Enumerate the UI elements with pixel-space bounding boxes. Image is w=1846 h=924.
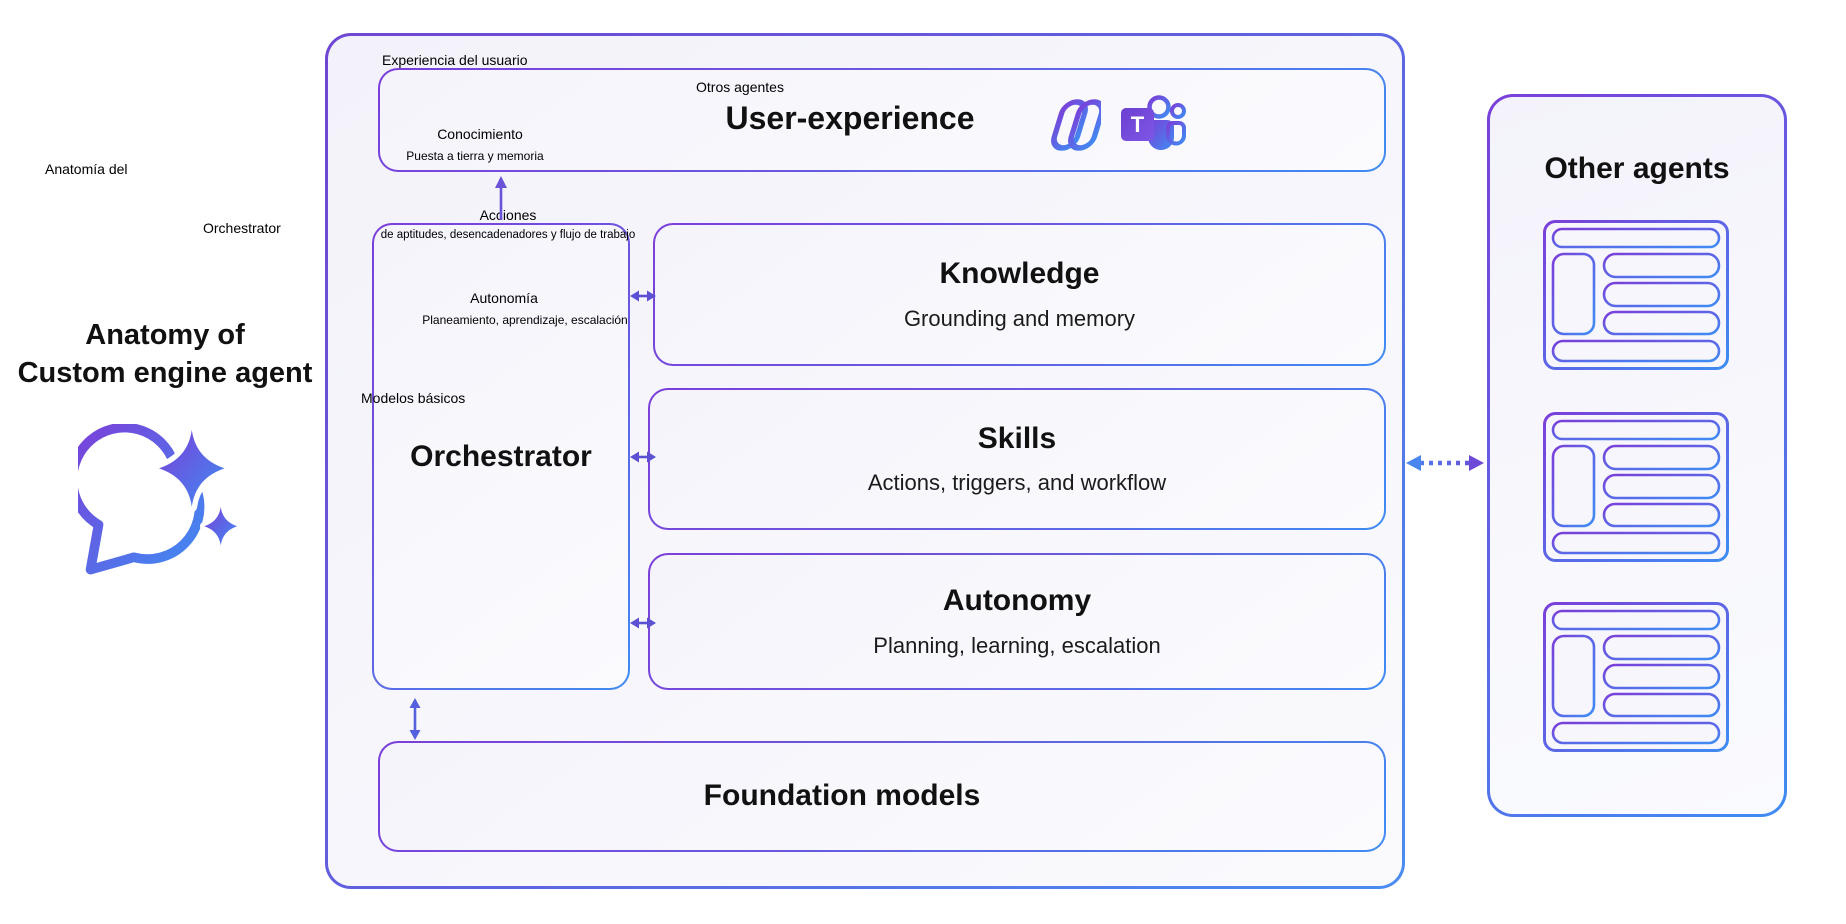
overlay-autonomia: Autonomía [470, 290, 538, 306]
knowledge-box: Knowledge Grounding and memory [653, 223, 1386, 366]
overlay-otros-agentes: Otros agentes [696, 79, 784, 95]
overlay-autonomia-sub: Planeamiento, aprendizaje, escalación [422, 313, 628, 327]
overlay-conocimiento: Conocimiento [437, 126, 523, 142]
arrow-orchestrator-autonomy [630, 617, 656, 629]
copilot-icon [1051, 99, 1101, 151]
orchestrator-box [372, 223, 630, 690]
overlay-acciones: Acciones [479, 207, 537, 223]
orchestrator-title: Orchestrator [410, 440, 592, 473]
foundation-models-box: Foundation models [378, 741, 1386, 852]
arrow-orchestrator-foundation-models [409, 698, 421, 740]
autonomy-subtitle: Planning, learning, escalation [873, 632, 1161, 658]
arrow-orchestrator-to-user-experience [495, 176, 507, 220]
knowledge-title: Knowledge [939, 257, 1100, 291]
foundation-models-title: Foundation models [703, 779, 981, 813]
skills-title: Skills [977, 421, 1057, 455]
arrow-orchestrator-knowledge [630, 290, 656, 302]
diagram-title: Anatomy of Custom engine agent [5, 316, 325, 392]
diagram-title-line1: Anatomy of [85, 319, 245, 351]
overlay-modelos-basicos: Modelos básicos [361, 390, 466, 406]
teams-icon-letter: T [1131, 112, 1145, 137]
skills-box: Skills Actions, triggers, and workflow [648, 388, 1386, 530]
autonomy-title: Autonomy [942, 584, 1092, 618]
overlay-puesta-a-tierra: Puesta a tierra y memoria [406, 149, 544, 163]
user-experience-box [378, 68, 1386, 172]
teams-icon: T [1121, 95, 1186, 151]
overlay-anatomia-del: Anatomía del [45, 161, 128, 177]
knowledge-subtitle: Grounding and memory [903, 305, 1136, 331]
arrow-orchestrator-skills [630, 451, 656, 463]
agent-wireframe-card-icon [1543, 220, 1729, 370]
arrow-container-other-agents-dotted [1406, 455, 1484, 471]
overlay-experiencia-del-usuario: Experiencia del usuario [382, 52, 528, 68]
other-agents-title: Other agents [1544, 152, 1730, 185]
agent-wireframe-card-icon [1543, 602, 1729, 752]
skills-subtitle: Actions, triggers, and workflow [867, 470, 1167, 496]
chat-sparkles-icon [78, 424, 240, 575]
overlay-orchestrator-left: Orchestrator [203, 220, 281, 236]
user-experience-title: User-experience [725, 100, 975, 136]
diagram-title-line2: Custom engine agent [17, 357, 313, 389]
overlay-acciones-sub: de aptitudes, desencadenadores y flujo d… [380, 229, 636, 241]
agent-wireframe-card-icon [1543, 412, 1729, 562]
autonomy-box: Autonomy Planning, learning, escalation [648, 553, 1386, 690]
